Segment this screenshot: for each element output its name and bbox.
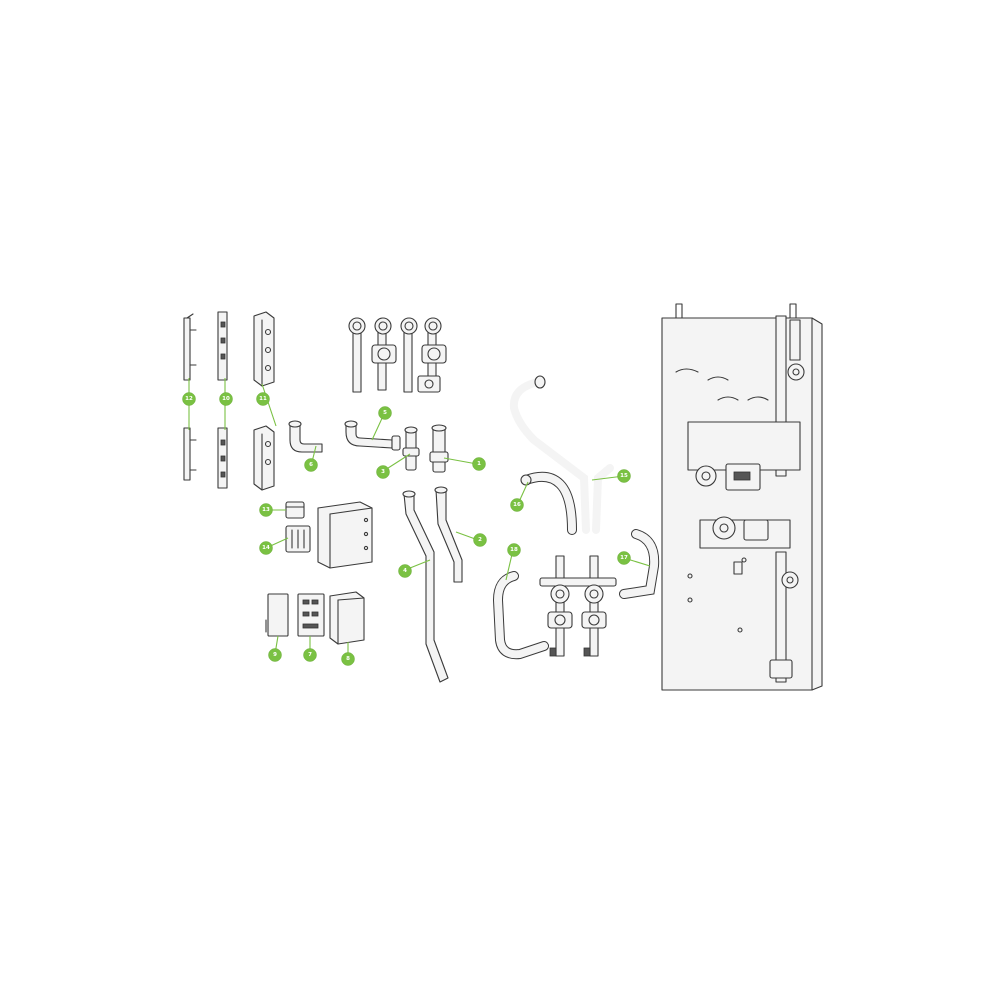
callout-badge-16: 16 [510, 498, 524, 512]
callout-badge-3: 3 [376, 465, 390, 479]
svg-text:3: 3 [381, 469, 385, 475]
leader-3 [384, 453, 411, 471]
part-terminal-strip-10 [217, 311, 228, 489]
callout-badge-4: 4 [398, 564, 412, 578]
part-valve-1 [429, 424, 449, 473]
part-mixing-group [539, 555, 617, 657]
svg-text:4: 4 [403, 568, 407, 574]
callout-badge-9: 9 [268, 648, 282, 662]
callout-badge-6: 6 [304, 458, 318, 472]
callout-badge-10: 10 [219, 392, 233, 406]
part-hose-18 [492, 571, 549, 660]
svg-text:16: 16 [513, 502, 521, 508]
callout-badge-8: 8 [341, 652, 355, 666]
callout-badge-18: 18 [507, 543, 521, 557]
svg-text:14: 14 [262, 545, 270, 551]
part-rail-12 [183, 313, 197, 481]
part-electrical-box [317, 501, 373, 569]
part-elbow-6 [288, 420, 323, 453]
part-pipe-4 [402, 490, 449, 683]
part-elbow-5 [344, 420, 401, 451]
svg-text:9: 9 [273, 652, 277, 658]
svg-text:5: 5 [383, 410, 387, 416]
callout-badge-15: 15 [617, 469, 631, 483]
part-hose-16 [520, 471, 577, 535]
callout-badge-12: 12 [182, 392, 196, 406]
callout-badge-11: 11 [256, 392, 270, 406]
leader-11 [261, 383, 277, 427]
svg-text:2: 2 [478, 537, 482, 543]
callout-badge-7: 7 [303, 648, 317, 662]
svg-text:7: 7 [308, 652, 312, 658]
part-hose-15 [509, 375, 614, 534]
part-display-9 [265, 593, 289, 637]
part-transformer-14 [285, 525, 311, 553]
part-relay-13 [285, 501, 305, 519]
part-controller-7 [297, 593, 325, 637]
callout-badge-2: 2 [473, 533, 487, 547]
callout-badge-17: 17 [617, 551, 631, 565]
leader-1 [443, 457, 478, 465]
part-pump-group [348, 317, 447, 393]
svg-text:15: 15 [620, 473, 628, 479]
callout-badge-1: 1 [472, 457, 486, 471]
svg-text:18: 18 [510, 547, 518, 553]
part-hose-17 [619, 529, 660, 599]
svg-text:1: 1 [477, 461, 481, 467]
part-housing-8 [329, 591, 365, 645]
part-back-plate-assembly [661, 303, 823, 691]
part-valve-3 [402, 426, 420, 471]
svg-text:13: 13 [262, 507, 270, 513]
callout-badge-13: 13 [259, 503, 273, 517]
svg-text:17: 17 [620, 555, 628, 561]
svg-text:6: 6 [309, 462, 313, 468]
svg-text:11: 11 [259, 396, 267, 402]
svg-text:12: 12 [185, 396, 193, 402]
svg-text:10: 10 [222, 396, 230, 402]
callout-badge-14: 14 [259, 541, 273, 555]
part-cover-11 [253, 311, 275, 491]
part-pipe-2 [434, 486, 463, 583]
leader-lines [188, 378, 651, 658]
callout-badge-5: 5 [378, 406, 392, 420]
svg-text:8: 8 [346, 656, 350, 662]
